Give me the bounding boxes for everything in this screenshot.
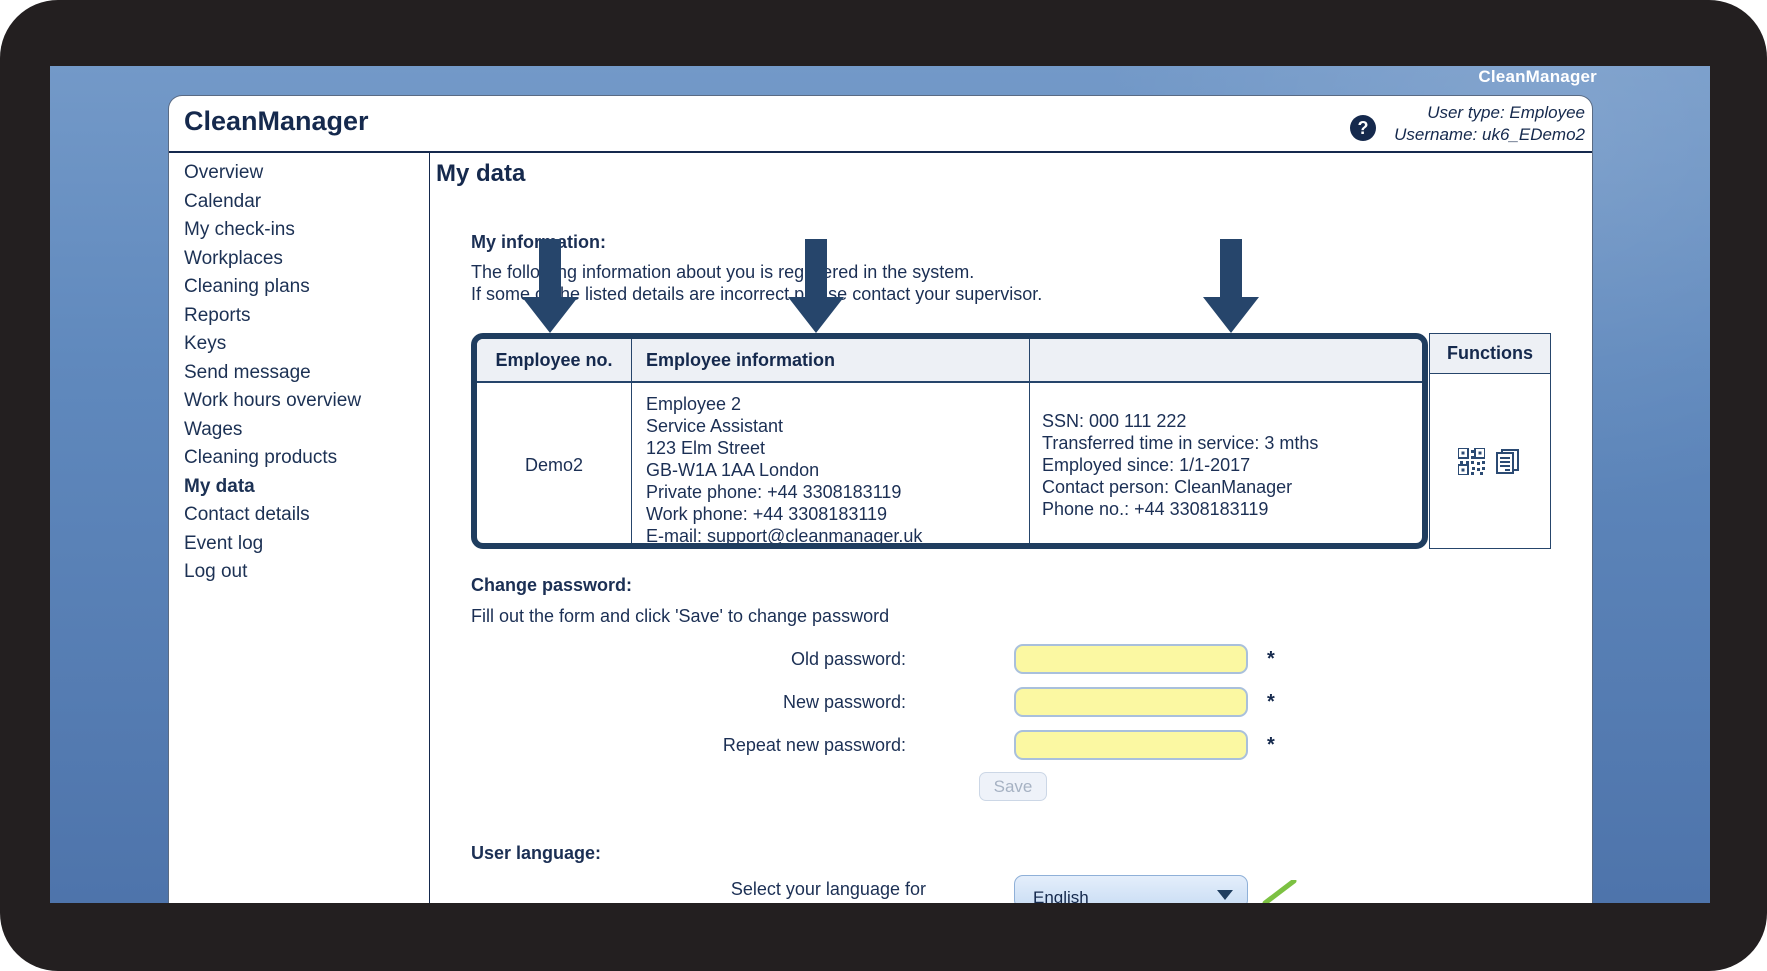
employee-table-header: Employee no. Employee information [477, 339, 1422, 383]
copy-documents-icon[interactable] [1494, 447, 1522, 475]
green-checkmark-icon [1262, 880, 1297, 903]
question-glyph: ? [1357, 117, 1369, 138]
required-asterisk: * [1267, 691, 1275, 713]
sidebar-item-send-message[interactable]: Send message [184, 361, 311, 383]
employee-email: E-mail: support@cleanmanager.uk [646, 526, 923, 546]
employee-details-cell: SSN: 000 111 222 Transferred time in ser… [1030, 383, 1422, 543]
sidebar-item-calendar[interactable]: Calendar [184, 190, 262, 212]
employee-city: GB-W1A 1AA London [646, 460, 820, 480]
user-type-text: User type: Employee [1427, 103, 1585, 122]
employee-title: Service Assistant [646, 416, 784, 436]
old-password-field[interactable] [1014, 644, 1248, 674]
sidebar-item-reports[interactable]: Reports [184, 304, 251, 326]
sidebar-item-workplaces[interactable]: Workplaces [184, 247, 283, 269]
change-password-instruction: Fill out the form and click 'Save' to ch… [471, 606, 890, 626]
required-asterisk: * [1267, 734, 1275, 756]
employee-employed-since: Employed since: 1/1-2017 [1042, 455, 1251, 475]
sidebar-item-contact-details[interactable]: Contact details [184, 504, 310, 525]
username-text: Username: uk6_EDemo2 [1394, 125, 1585, 144]
old-password-label: Old password: [790, 649, 906, 669]
header-divider [169, 151, 1592, 153]
employee-transferred-time: Transferred time in service: 3 mths [1042, 433, 1319, 453]
employee-street: 123 Elm Street [646, 438, 766, 458]
employee-ssn: SSN: 000 111 222 [1042, 411, 1187, 431]
employee-table-row: Demo2 Employee 2 Service Assistant 123 E… [477, 383, 1422, 543]
employee-phone-no: Phone no.: +44 3308183119 [1042, 499, 1269, 519]
info-text-line2: If some of the listed details are incorr… [471, 284, 1043, 304]
page-title: My data [436, 160, 526, 187]
sidebar-item-my-check-ins[interactable]: My check-ins [184, 219, 295, 240]
sidebar-item-keys[interactable]: Keys [184, 333, 227, 354]
functions-cell [1430, 374, 1550, 548]
user-language-heading: User language: [471, 843, 602, 863]
column-header-details [1030, 339, 1422, 381]
employee-no-cell: Demo2 [477, 383, 632, 543]
my-information-heading: My information: [471, 232, 606, 252]
column-header-functions: Functions [1430, 334, 1550, 374]
change-password-heading: Change password: [471, 575, 633, 595]
sidebar-item-log-out[interactable]: Log out [184, 561, 248, 582]
sidebar-item-overview[interactable]: Overview [184, 162, 264, 183]
column-header-employee-no: Employee no. [477, 339, 632, 381]
down-arrow-icon [788, 239, 844, 333]
sidebar-divider [429, 153, 430, 903]
sidebar-item-cleaning-products[interactable]: Cleaning products [184, 447, 338, 468]
language-selected-value: English [1033, 888, 1089, 903]
qr-code-icon[interactable] [1458, 447, 1485, 475]
sidebar-item-wages[interactable]: Wages [184, 418, 243, 440]
info-text-line1: The following information about you is r… [471, 262, 975, 282]
help-icon[interactable]: ? [1350, 115, 1376, 141]
employee-information-cell: Employee 2 Service Assistant 123 Elm Str… [632, 383, 1030, 546]
required-asterisk: * [1267, 648, 1275, 670]
employee-name: Employee 2 [646, 394, 742, 414]
sidebar-item-cleaning-plans[interactable]: Cleaning plans [184, 276, 310, 297]
employee-work-phone: Work phone: +44 3308183119 [646, 504, 888, 524]
functions-column: Functions [1429, 333, 1551, 549]
chevron-down-icon [1217, 890, 1233, 900]
down-arrow-icon [522, 239, 578, 333]
language-dropdown[interactable]: English [1014, 875, 1248, 903]
sidebar-item-work-hours-overview[interactable]: Work hours overview [184, 390, 362, 411]
sidebar-nav: Overview Calendar My check-ins Workplace… [184, 159, 419, 587]
column-header-employee-information: Employee information [632, 339, 1030, 381]
new-password-field[interactable] [1014, 687, 1248, 717]
app-logo: CleanManager [184, 106, 369, 136]
employee-table-highlighted: Employee no. Employee information Demo2 … [471, 333, 1428, 549]
sidebar-item-event-log[interactable]: Event log [184, 532, 264, 554]
desktop-watermark: CleanManager [1478, 67, 1597, 86]
repeat-new-password-field[interactable] [1014, 730, 1248, 760]
language-select-label: Select your language for [730, 879, 926, 899]
save-button[interactable]: Save [979, 772, 1047, 801]
sidebar-item-my-data[interactable]: My data [184, 475, 255, 497]
employee-contact-person: Contact person: CleanManager [1042, 477, 1293, 497]
app-window: CleanManager ? User type: Employee Usern… [168, 95, 1593, 903]
down-arrow-icon [1203, 239, 1259, 333]
new-password-label: New password: [782, 692, 906, 712]
repeat-new-password-label: Repeat new password: [722, 735, 906, 755]
employee-private-phone: Private phone: +44 3308183119 [646, 482, 902, 502]
